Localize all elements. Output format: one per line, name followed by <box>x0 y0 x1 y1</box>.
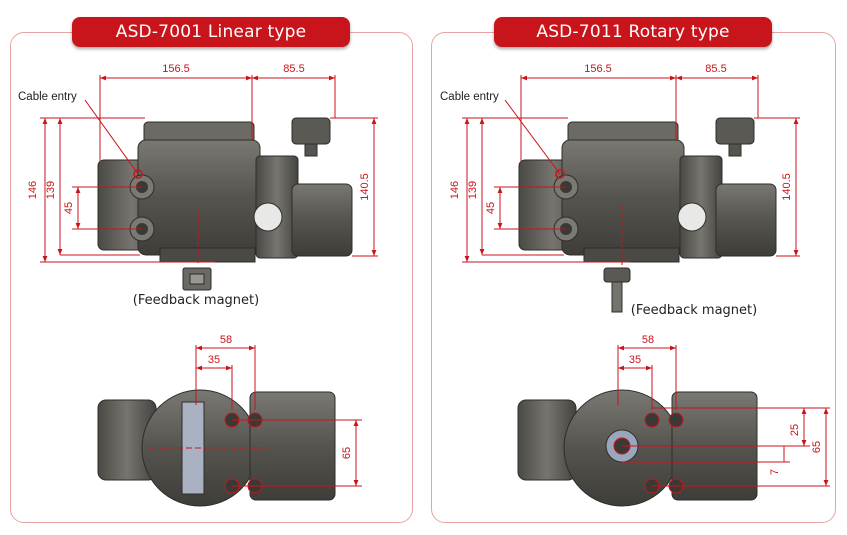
dim-linear-65: 65 <box>341 447 353 459</box>
dim-linear-height-total: 146 <box>27 181 39 199</box>
dim-linear-height-right: 140.5 <box>359 173 371 201</box>
cable-entry-label-linear: Cable entry <box>18 91 77 103</box>
dim-linear-58: 58 <box>220 334 232 346</box>
linear-front-view <box>97 117 353 263</box>
dim-linear-height-body: 139 <box>45 181 57 199</box>
dim-rotary-35: 35 <box>629 354 641 366</box>
dim-linear-width-main: 156.5 <box>162 63 190 75</box>
dim-linear-35: 35 <box>208 354 220 366</box>
dim-linear-width-side: 85.5 <box>283 63 304 75</box>
rotary-front-view <box>518 117 777 263</box>
feedback-magnet-label-rotary: (Feedback magnet) <box>631 303 757 318</box>
dim-rotary-height-body: 139 <box>467 181 479 199</box>
dim-rotary-height-total: 146 <box>449 181 461 199</box>
dim-rotary-58: 58 <box>642 334 654 346</box>
dim-linear-port-spacing: 45 <box>63 202 75 214</box>
dim-rotary-65: 65 <box>811 441 823 453</box>
dim-rotary-width-side: 85.5 <box>705 63 726 75</box>
linear-type-title: ASD-7001 Linear type <box>72 17 350 47</box>
dim-rotary-port-spacing: 45 <box>485 202 497 214</box>
cable-entry-label-rotary: Cable entry <box>440 91 499 103</box>
feedback-magnet-rotary <box>603 267 631 313</box>
dim-rotary-height-right: 140.5 <box>781 173 793 201</box>
linear-top-view <box>97 389 336 507</box>
rotary-type-title: ASD-7011 Rotary type <box>494 17 772 47</box>
rotary-top-view <box>517 389 758 507</box>
dim-rotary-width-main: 156.5 <box>584 63 612 75</box>
dim-rotary-25: 25 <box>789 424 801 436</box>
feedback-magnet-label-linear: (Feedback magnet) <box>133 293 259 308</box>
dim-rotary-7: 7 <box>769 469 781 475</box>
